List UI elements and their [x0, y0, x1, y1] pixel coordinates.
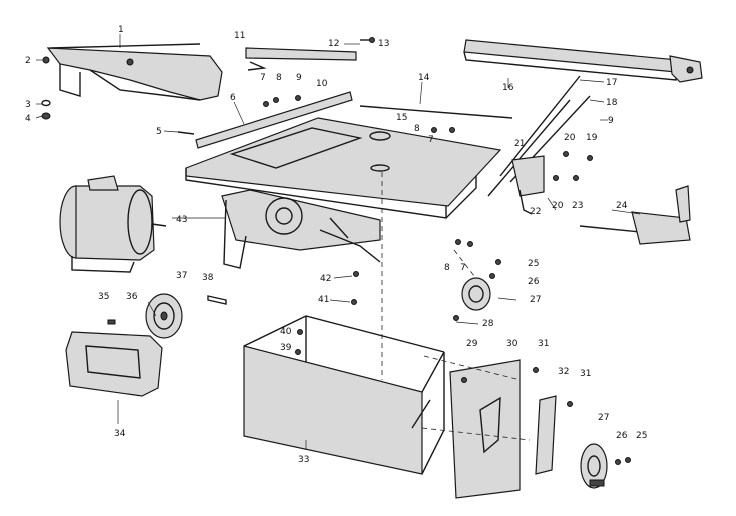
label-39: 39: [280, 343, 292, 353]
label-37: 37: [176, 271, 187, 281]
label-15: 15: [396, 113, 407, 123]
label-4: 4: [25, 114, 31, 124]
rip-fence-16: [463, 39, 703, 83]
rail-6: [195, 91, 353, 149]
washer-3: [41, 99, 51, 107]
label-26b: 26: [616, 431, 628, 441]
label-8c: 8: [444, 263, 450, 273]
label-7a: 7: [260, 73, 266, 83]
bracket-32: [535, 395, 557, 475]
label-24: 24: [616, 201, 628, 211]
label-6: 6: [230, 93, 236, 103]
handwheel-27-upper: [461, 277, 491, 311]
leader-lines: [35, 34, 641, 450]
label-33: 33: [298, 455, 309, 465]
label-14: 14: [418, 73, 430, 83]
label-1: 1: [118, 25, 124, 35]
label-35: 35: [98, 292, 109, 302]
label-36: 36: [126, 292, 138, 302]
label-23: 23: [572, 201, 583, 211]
splitter-bracket: [245, 47, 357, 71]
table-top: [185, 117, 502, 219]
assembly-lines: [381, 172, 531, 441]
part-labels: 1 2 3 4 5 6 7 8 9 10 11 12 13 14 15 16 1…: [25, 25, 647, 465]
label-28: 28: [482, 319, 494, 329]
handwheel-27-lower: [580, 443, 608, 489]
screw-12-13: [360, 37, 375, 43]
label-9a: 9: [296, 73, 302, 83]
label-42: 42: [320, 274, 331, 284]
label-19: 19: [586, 133, 598, 143]
rail-14: [359, 105, 513, 119]
label-27b: 27: [598, 413, 609, 423]
cabinet-33: [243, 315, 445, 475]
trunnion-assembly: [221, 189, 381, 269]
label-2: 2: [25, 56, 31, 66]
label-26a: 26: [528, 277, 540, 287]
label-27a: 27: [530, 295, 541, 305]
label-13: 13: [378, 39, 389, 49]
label-22: 22: [530, 207, 541, 217]
blade-guard: [46, 43, 223, 101]
label-11: 11: [234, 31, 245, 41]
label-12: 12: [328, 39, 339, 49]
label-40: 40: [280, 327, 292, 337]
key-35: [107, 319, 116, 325]
label-5: 5: [156, 127, 162, 137]
label-32: 32: [558, 367, 569, 377]
label-31b: 31: [580, 369, 591, 379]
label-16: 16: [502, 83, 514, 93]
label-38: 38: [202, 273, 214, 283]
side-panel-30: [449, 359, 521, 499]
hardware: [177, 95, 631, 465]
label-7c: 7: [460, 263, 466, 273]
motor-43: [59, 175, 167, 273]
label-10: 10: [316, 79, 328, 89]
label-7b: 7: [428, 135, 434, 145]
label-8b: 8: [414, 124, 420, 134]
pulley-37: [145, 293, 183, 339]
label-31a: 31: [538, 339, 549, 349]
label-3: 3: [25, 100, 31, 110]
label-21: 21: [514, 139, 525, 149]
miter-gauge-24: [579, 185, 691, 245]
label-9b: 9: [608, 116, 614, 126]
label-17: 17: [606, 78, 617, 88]
switch-22: [511, 155, 545, 215]
belt-guard-34: [65, 331, 163, 397]
nut-4: [41, 112, 51, 120]
label-20a: 20: [564, 133, 576, 143]
label-25a: 25: [528, 259, 539, 269]
label-25b: 25: [636, 431, 647, 441]
label-41: 41: [318, 295, 329, 305]
label-8a: 8: [276, 73, 282, 83]
label-43: 43: [176, 215, 187, 225]
label-18: 18: [606, 98, 618, 108]
label-34: 34: [114, 429, 126, 439]
label-20b: 20: [552, 201, 564, 211]
pin-38: [207, 295, 227, 305]
label-30: 30: [506, 339, 518, 349]
label-29: 29: [466, 339, 478, 349]
